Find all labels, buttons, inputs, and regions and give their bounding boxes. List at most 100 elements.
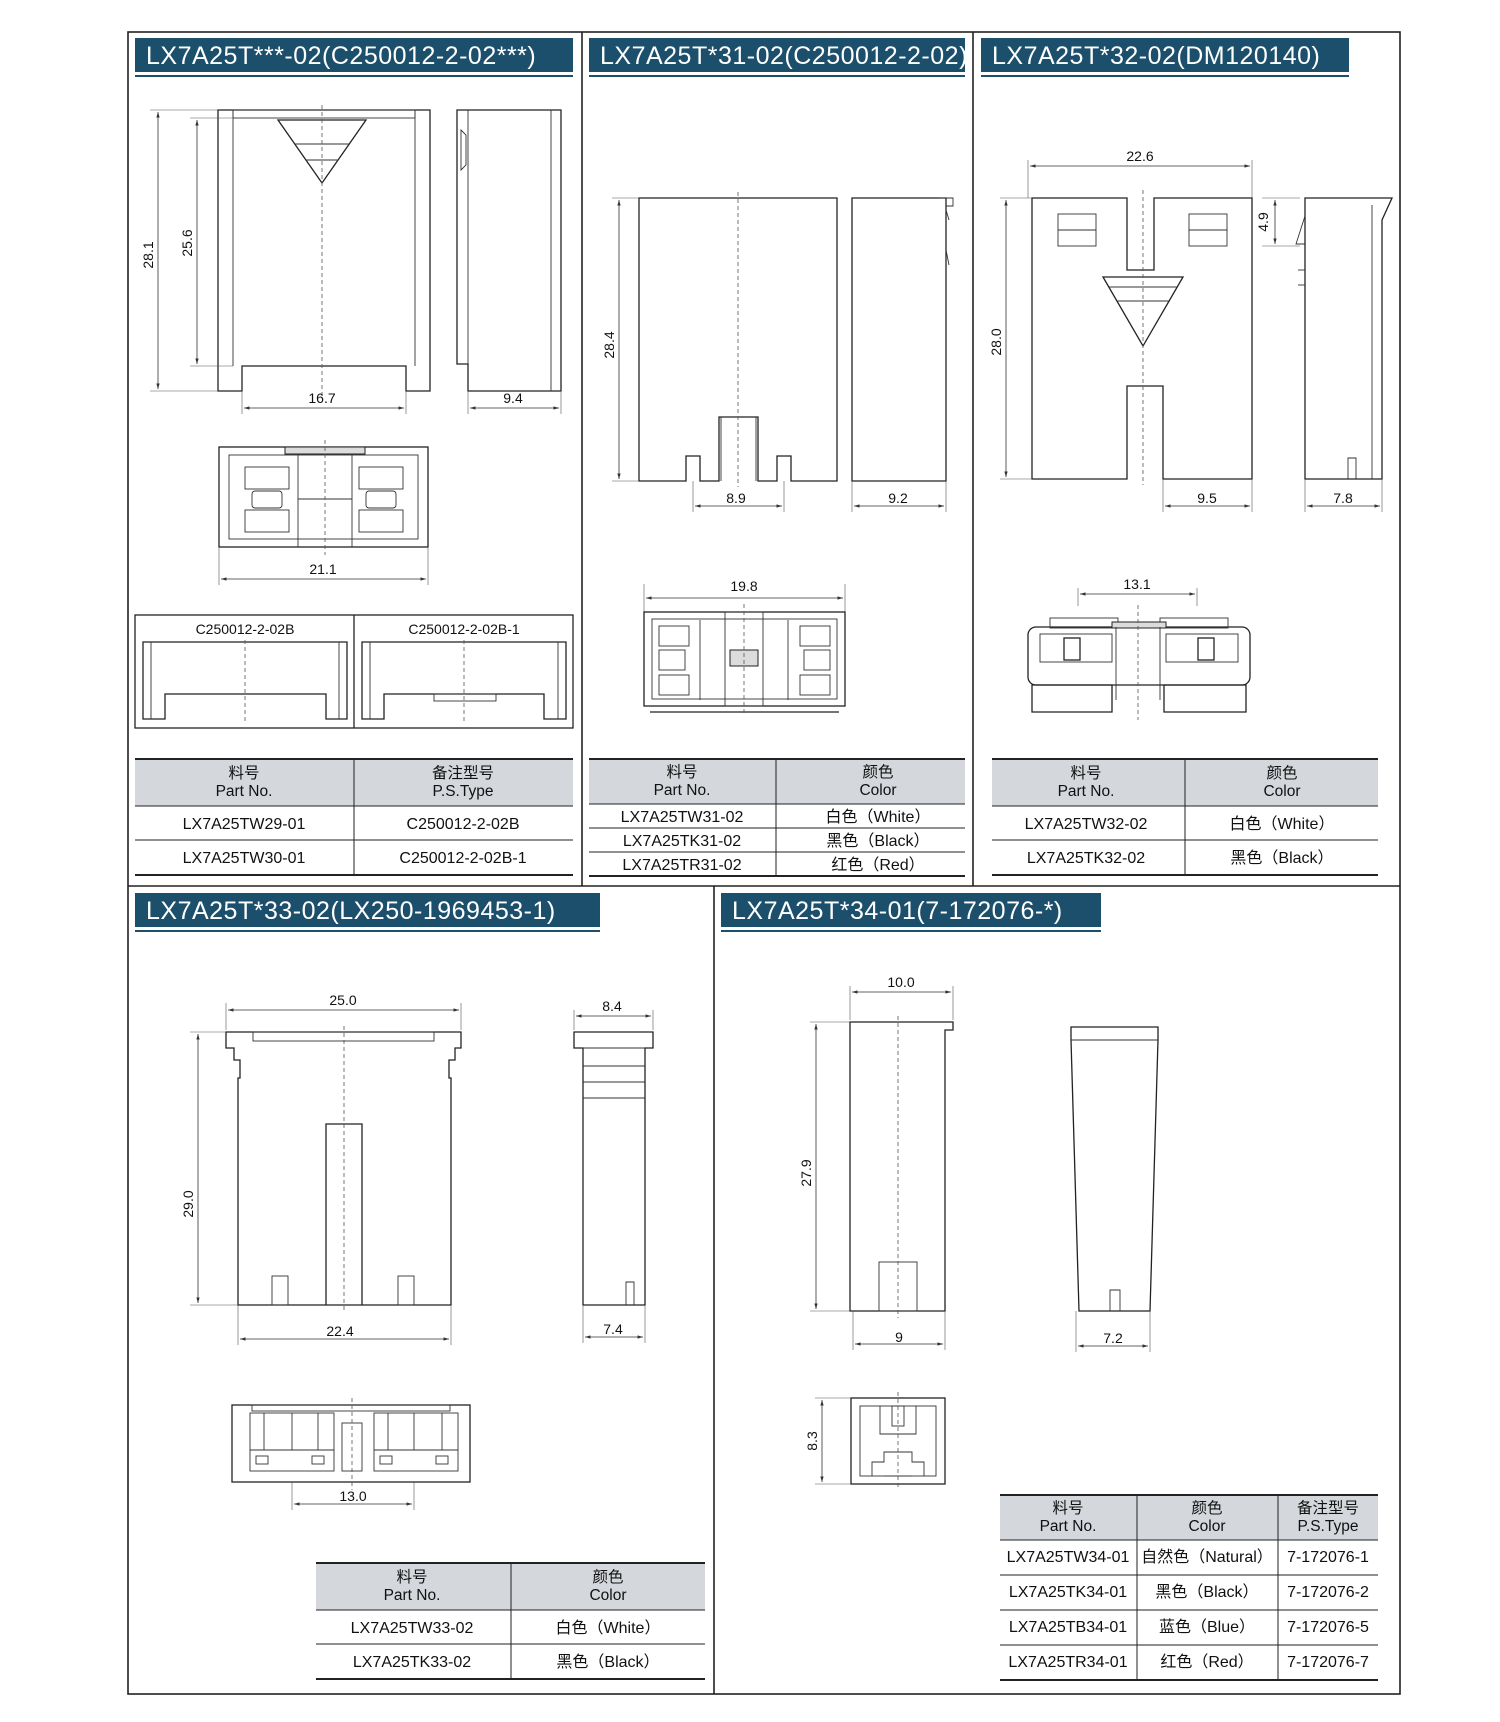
panel-5-table: 料号 Part No. 颜色 Color 备注型号 P.S.Type LX7A2…	[1000, 1494, 1378, 1681]
dim-p4-side-top: 8.4	[602, 998, 622, 1014]
dim-p5-height: 27.9	[798, 1159, 814, 1186]
variant-2-label: C250012-2-02B-1	[408, 621, 520, 637]
p4-cell: 白色（White）	[556, 1619, 661, 1637]
p3-th-part-cn: 料号	[1070, 764, 1101, 782]
p2-cell: LX7A25TK31-02	[623, 833, 741, 850]
panel-2-title: LX7A25T*31-02(C250012-2-02)	[589, 38, 968, 77]
p2-th-part-en: Part No.	[654, 782, 711, 799]
dim-p1-w-bottom: 16.7	[308, 390, 335, 406]
panel-1-title-text: LX7A25T***-02(C250012-2-02***)	[146, 42, 536, 70]
p4-cell: LX7A25TK33-02	[353, 1654, 471, 1671]
panel-2-title-text: LX7A25T*31-02(C250012-2-02)	[600, 42, 968, 70]
panel-1: LX7A25T***-02(C250012-2-02***) 28.1 25.6…	[134, 38, 574, 876]
p2-th-color-cn: 颜色	[862, 763, 893, 781]
dim-p4-w-top: 13.0	[339, 1488, 366, 1504]
p1-cell: LX7A25TW30-01	[183, 850, 306, 867]
panel-1-title: LX7A25T***-02(C250012-2-02***)	[135, 38, 573, 77]
p5-th-color-en: Color	[1188, 1518, 1225, 1535]
panel-4-top-view: 13.0	[231, 1398, 471, 1510]
dim-p4-w-side: 7.4	[603, 1321, 623, 1337]
dim-p5-width: 10.0	[887, 974, 914, 990]
sheet-frame	[127, 31, 1401, 1695]
dim-p4-w-bottom: 22.4	[326, 1323, 353, 1339]
p1-th-ps-en: P.S.Type	[433, 783, 494, 800]
dim-p1-w-top: 21.1	[309, 561, 336, 577]
p3-cell: LX7A25TK32-02	[1027, 850, 1145, 867]
panel-4-table: 料号 Part No. 颜色 Color LX7A25TW33-02 白色（Wh…	[316, 1562, 705, 1680]
panel-5-front-view: 10.0 27.9 9	[798, 974, 954, 1350]
p5-cell: LX7A25TB34-01	[1009, 1619, 1127, 1636]
p5-cell: 红色（Red）	[1160, 1653, 1253, 1671]
panel-3-top-view: 13.1	[1027, 576, 1251, 720]
p5-th-color-cn: 颜色	[1191, 1499, 1222, 1517]
dim-p5-w-side: 7.2	[1103, 1330, 1123, 1346]
dim-p3-w-bottom: 9.5	[1197, 490, 1217, 506]
dim-p5-h-top: 8.3	[804, 1431, 820, 1451]
panel-1-table: 料号 Part No. 备注型号 P.S.Type LX7A25TW29-01 …	[135, 758, 573, 876]
panel-4-title-text: LX7A25T*33-02(LX250-1969453-1)	[146, 897, 556, 925]
panel-1-top-view: 21.1	[218, 440, 429, 585]
panel-3: LX7A25T*32-02(DM120140) 22.6 28.0 9.5	[981, 38, 1394, 876]
panel-2-top-view: 19.8	[643, 578, 846, 716]
p5-cell: 7-172076-5	[1287, 1619, 1369, 1636]
panel-1-variants: C250012-2-02B C250012-2-02B-1	[134, 614, 574, 729]
dim-p3-height: 28.0	[988, 328, 1004, 355]
p4-th-part-cn: 料号	[396, 1568, 427, 1586]
dim-p3-slot: 4.9	[1255, 212, 1271, 232]
dim-p1-h-total: 28.1	[140, 241, 156, 268]
p5-cell: 蓝色（Blue）	[1159, 1618, 1255, 1636]
p2-th-color-en: Color	[859, 782, 896, 799]
dim-p2-w-bottom: 8.9	[726, 490, 746, 506]
p5-th-part-en: Part No.	[1040, 1518, 1097, 1535]
p2-cell: 红色（Red）	[831, 856, 924, 874]
p3-cell: 黑色（Black）	[1230, 849, 1333, 867]
p1-th-part-en: Part No.	[216, 783, 273, 800]
panel-1-front-view: 28.1 25.6 16.7	[140, 105, 431, 414]
panel-2-side-view: 9.2	[851, 197, 954, 512]
panel-4-title: LX7A25T*33-02(LX250-1969453-1)	[135, 893, 600, 932]
panel-5: LX7A25T*34-01(7-172076-*) 10.0 27.9 9	[721, 893, 1378, 1681]
dim-p3-w-side: 7.8	[1333, 490, 1353, 506]
panel-3-table: 料号 Part No. 颜色 Color LX7A25TW32-02 白色（Wh…	[992, 758, 1378, 876]
panel-5-title-text: LX7A25T*34-01(7-172076-*)	[732, 897, 1063, 925]
p5-cell: 7-172076-2	[1287, 1584, 1369, 1601]
panel-4-front-view: 25.0 29.0 22.4	[180, 992, 462, 1345]
dim-p4-height: 29.0	[180, 1190, 196, 1217]
panel-4-side-view: 8.4 7.4	[573, 998, 654, 1343]
dim-p5-w-bottom: 9	[895, 1329, 903, 1345]
p5-cell: 黑色（Black）	[1155, 1583, 1258, 1601]
p4-th-part-en: Part No.	[384, 1587, 441, 1604]
panel-4: LX7A25T*33-02(LX250-1969453-1) 25.0 29.0…	[135, 893, 705, 1680]
panel-3-title: LX7A25T*32-02(DM120140)	[981, 38, 1349, 77]
p1-th-ps-cn: 备注型号	[432, 764, 494, 782]
p1-th-part-cn: 料号	[228, 764, 259, 782]
p5-cell: LX7A25TK34-01	[1009, 1584, 1127, 1601]
p5-cell: 7-172076-7	[1287, 1654, 1369, 1671]
variant-1-label: C250012-2-02B	[196, 621, 295, 637]
p4-th-color-cn: 颜色	[592, 1568, 623, 1586]
dim-p4-width: 25.0	[329, 992, 356, 1008]
p2-th-part-cn: 料号	[666, 763, 697, 781]
p3-th-color-cn: 颜色	[1266, 764, 1297, 782]
panel-2-front-view: 28.4 8.9	[601, 192, 838, 512]
p4-cell: 黑色（Black）	[556, 1653, 659, 1671]
dim-p1-h-inner: 25.6	[179, 229, 195, 256]
p5-cell: LX7A25TW34-01	[1007, 1549, 1130, 1566]
dim-p3-w-top: 13.1	[1123, 576, 1150, 592]
p5-th-ps-cn: 备注型号	[1297, 1499, 1359, 1517]
p4-th-color-en: Color	[589, 1587, 626, 1604]
p1-cell: LX7A25TW29-01	[183, 816, 306, 833]
p5-cell: 自然色（Natural）	[1141, 1548, 1273, 1566]
p5-cell: LX7A25TR34-01	[1008, 1654, 1127, 1671]
p5-th-part-cn: 料号	[1052, 1499, 1083, 1517]
panel-5-title: LX7A25T*34-01(7-172076-*)	[721, 893, 1101, 932]
p3-th-part-en: Part No.	[1058, 783, 1115, 800]
p5-th-ps-en: P.S.Type	[1298, 1518, 1359, 1535]
panel-3-side-view: 4.9 7.8	[1255, 197, 1394, 512]
panel-1-side-view: 9.4	[456, 109, 562, 414]
p1-cell: C250012-2-02B-1	[399, 850, 526, 867]
p2-cell: LX7A25TW31-02	[621, 809, 744, 826]
p2-cell: 白色（White）	[826, 808, 931, 826]
p2-cell: 黑色（Black）	[826, 832, 929, 850]
